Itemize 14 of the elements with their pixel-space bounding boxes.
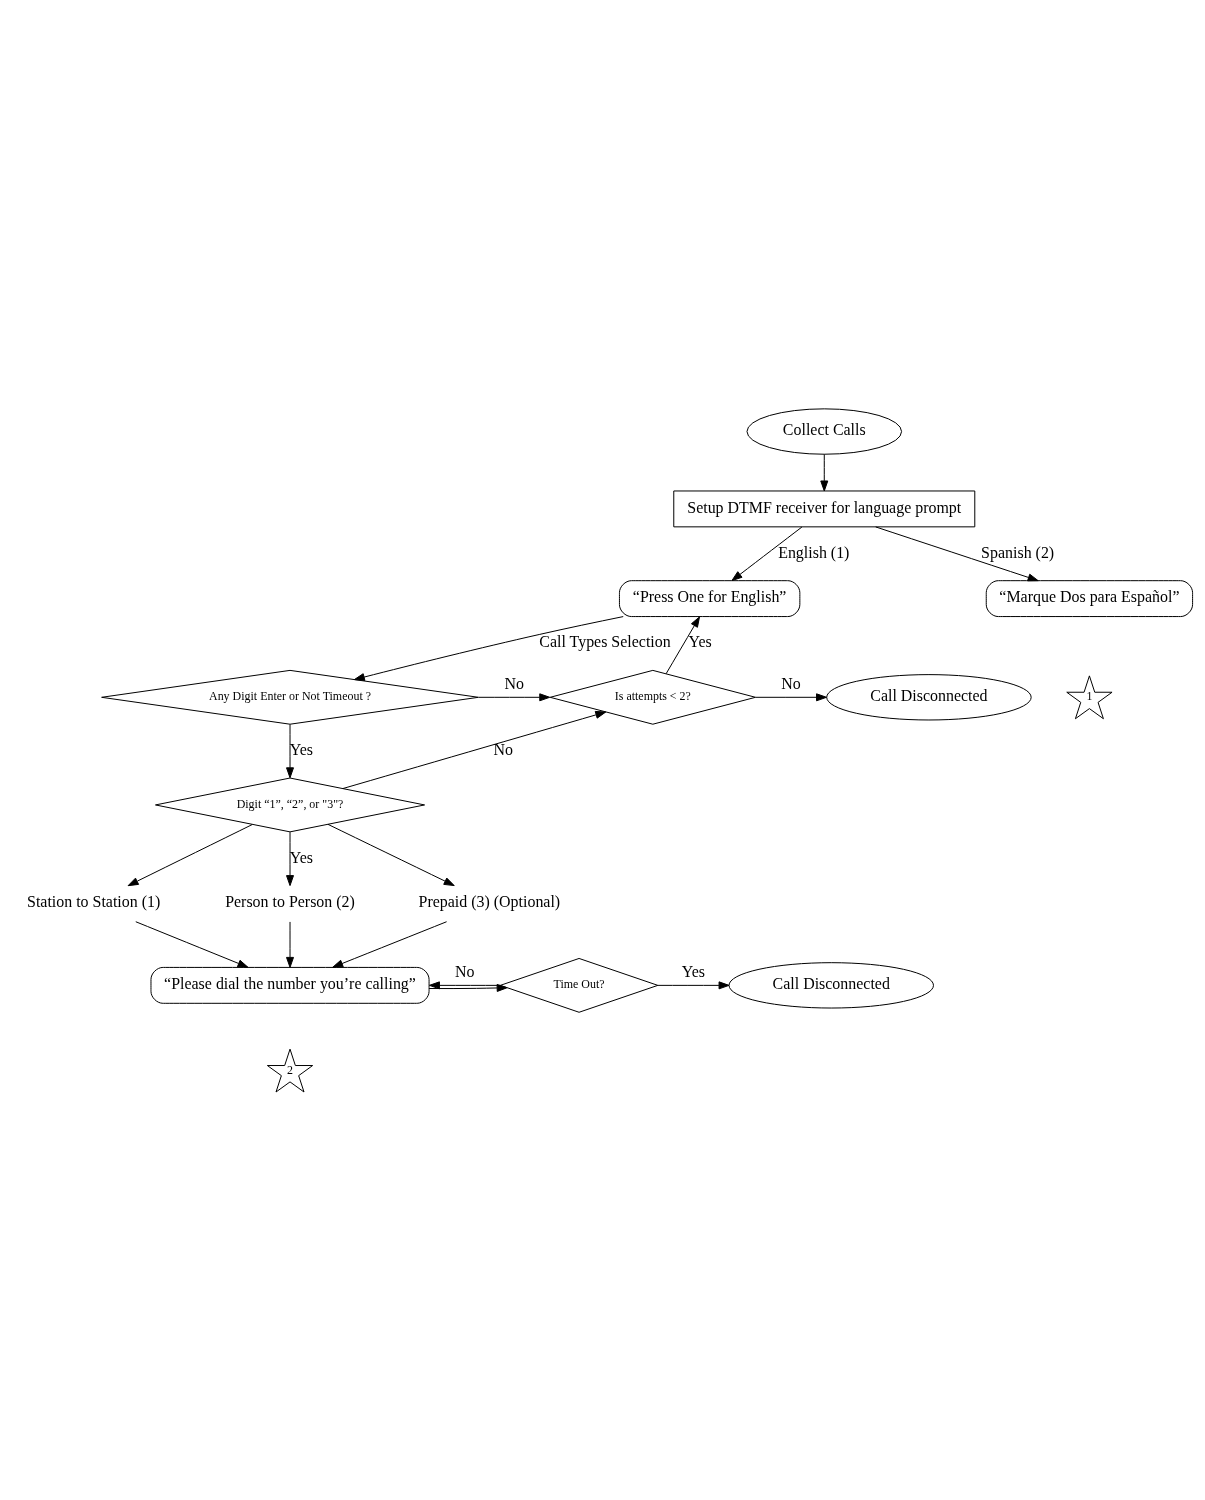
edge-label: No <box>454 962 475 980</box>
edge-label: No <box>781 674 801 692</box>
edge-label: No <box>504 674 525 692</box>
edge-label: Call Types Selection <box>539 632 671 650</box>
edge-label: Spanish (2) <box>981 543 1055 561</box>
node-text: Station to Station (1) <box>27 892 161 910</box>
edge-label: Yes <box>681 962 706 980</box>
node-text: Person to Person (2) <box>225 892 355 910</box>
edge-label: No <box>493 740 514 758</box>
edge-label: Yes <box>688 632 712 650</box>
edge-label: Yes <box>289 740 314 758</box>
node-text: Prepaid (3) (Optional) <box>418 892 561 910</box>
edge-label: English (1) <box>778 543 850 561</box>
edge-label: Yes <box>289 848 314 866</box>
